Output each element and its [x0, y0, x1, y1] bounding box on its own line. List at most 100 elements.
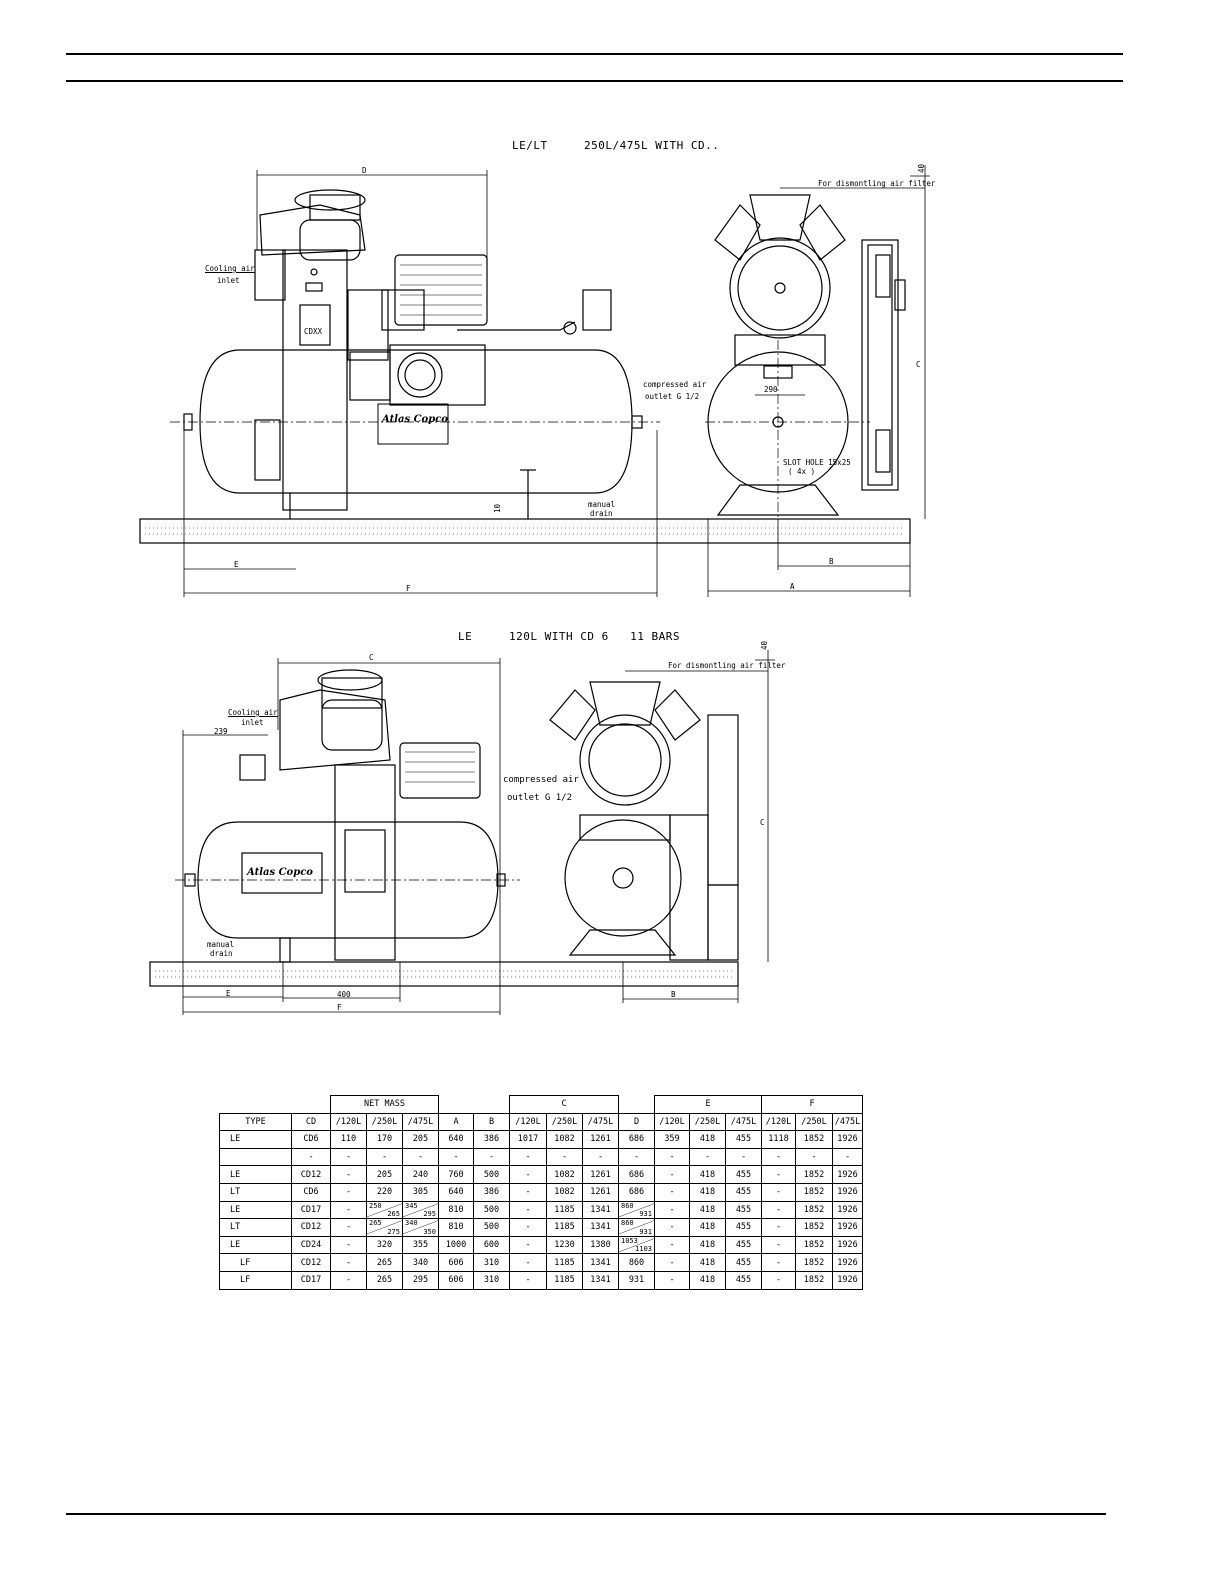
table-cell: 455: [725, 1165, 762, 1184]
table-cell: -: [473, 1147, 510, 1167]
table-cell: 1926: [832, 1200, 863, 1220]
group-header-e: E: [654, 1095, 762, 1114]
label-dim-e-bottom: E: [226, 989, 231, 998]
table-cell: 1000: [438, 1235, 474, 1255]
table-cell: -: [509, 1165, 547, 1184]
table-cell: LF: [219, 1270, 292, 1290]
table-cell: 931: [618, 1270, 655, 1290]
table-cell: 1341: [582, 1218, 619, 1237]
label-dim-c-top: C: [916, 360, 921, 369]
compressor-front-view-top: [705, 194, 906, 519]
table-cell: 600: [473, 1235, 510, 1255]
table-cell: -: [330, 1147, 367, 1167]
table-cell: -: [330, 1182, 367, 1202]
table-cell: CD24: [291, 1235, 331, 1255]
table-cell: 359: [654, 1130, 690, 1149]
table-cell: -: [366, 1147, 403, 1167]
table-cell: 1118: [761, 1130, 796, 1149]
table-cell: -: [654, 1218, 690, 1237]
label-dim-239: 239: [214, 727, 228, 736]
table-header-cell: /475L: [725, 1112, 762, 1132]
receiver-tank-side: [170, 349, 660, 519]
dim-d-top: [256, 170, 488, 260]
table-cell: 1341: [582, 1200, 619, 1220]
table-cell: 455: [725, 1253, 762, 1272]
bottom-drawing-title-prefix: LE: [458, 630, 473, 643]
table-cell: -: [509, 1253, 547, 1272]
table-cell: -: [330, 1270, 367, 1290]
table-cell: LE: [219, 1200, 292, 1220]
table-cell: -: [330, 1165, 367, 1184]
label-outlet-top: outlet G 1/2: [645, 392, 700, 401]
compressor-block-side: [254, 189, 389, 511]
table-cell: LF: [219, 1253, 292, 1272]
table-cell: -: [509, 1270, 547, 1290]
brand-logo-top: Atlas Copco: [382, 414, 448, 425]
floor-slab-bottom: [149, 961, 739, 987]
table-cell: 455: [725, 1200, 762, 1220]
label-dim-f-bottom: F: [337, 1003, 342, 1012]
table-cell: 305: [402, 1182, 439, 1202]
dryer-unit: [349, 289, 612, 406]
table-cell: CD12: [291, 1165, 331, 1184]
table-cell: 418: [689, 1253, 726, 1272]
motor-side: [381, 254, 488, 331]
table-cell: -: [330, 1218, 367, 1237]
table-cell: LT: [219, 1218, 292, 1237]
table-cell: -: [761, 1200, 796, 1220]
table-header-cell: /250L: [689, 1112, 726, 1132]
table-cell: -: [761, 1165, 796, 1184]
table-header-cell: /120L: [761, 1112, 796, 1132]
table-cell: 455: [725, 1130, 762, 1149]
table-cell: 1852: [795, 1235, 833, 1255]
table-cell: 1261: [582, 1130, 619, 1149]
label-cdxx: CDXX: [304, 327, 323, 336]
table-cell: 220: [366, 1182, 403, 1202]
label-dim-a-top: A: [790, 582, 795, 591]
table-cell: -: [654, 1147, 690, 1167]
table-cell: CD17: [291, 1200, 331, 1220]
table-cell: -: [546, 1147, 583, 1167]
table-cell: 386: [473, 1130, 510, 1149]
brand-plate-top: [377, 403, 449, 445]
table-cell: 1185: [546, 1218, 583, 1237]
table-header-cell: /250L: [546, 1112, 583, 1132]
table-cell: 205: [366, 1165, 403, 1184]
table-cell: -: [761, 1218, 796, 1237]
table-cell: -: [654, 1235, 690, 1255]
table-cell: 418: [689, 1165, 726, 1184]
table-cell: 1082: [546, 1165, 583, 1184]
label-filter-note-bottom: For dismontling air filter: [668, 661, 786, 670]
label-drain-bottom: drain: [210, 949, 233, 958]
compressor-front-view-bottom: [549, 681, 739, 961]
table-cell: 810: [438, 1218, 474, 1237]
label-compressed-air-top: compressed air: [643, 380, 707, 389]
table-cell: -: [509, 1200, 547, 1220]
table-cell: 1185: [546, 1270, 583, 1290]
dim-ef-top: [183, 427, 658, 597]
label-drain-top: drain: [590, 509, 613, 518]
table-cell: 310: [473, 1253, 510, 1272]
table-cell: 500: [473, 1218, 510, 1237]
table-cell: 500: [473, 1200, 510, 1220]
table-cell: 1261: [582, 1165, 619, 1184]
table-group-header-row: NET MASS C E F: [220, 1095, 863, 1114]
table-cell: -: [761, 1182, 796, 1202]
label-outlet-bottom: outlet G 1/2: [507, 793, 573, 803]
table-cell: 418: [689, 1270, 726, 1290]
table-cell: -: [654, 1182, 690, 1202]
table-cell: 110: [330, 1130, 367, 1149]
table-cell: CD12: [291, 1218, 331, 1237]
label-cooling-air-bottom: Cooling air: [228, 708, 278, 717]
label-dim-290: 290: [764, 385, 778, 394]
table-cell: 265: [366, 1253, 403, 1272]
table-cell: -: [509, 1182, 547, 1202]
